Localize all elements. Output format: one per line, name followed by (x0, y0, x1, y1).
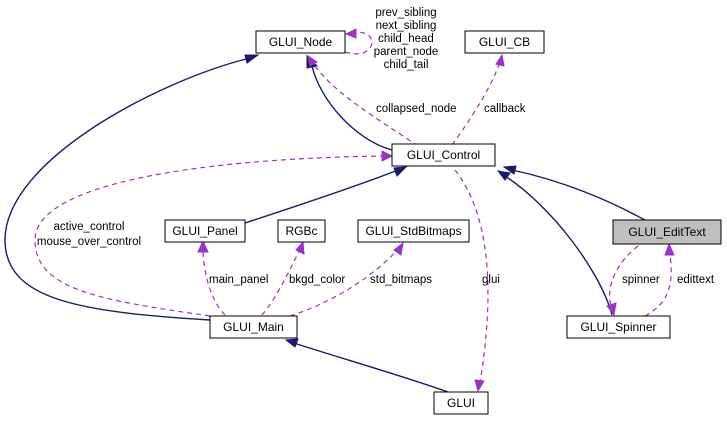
edge-spinner (609, 245, 639, 309)
edge-bkgd-color (261, 248, 301, 316)
edge-label-callback: callback (484, 103, 526, 115)
edge-label-spinner: spinner (622, 274, 660, 286)
arrow-glui (474, 379, 485, 393)
edge-edittext-to-control (511, 169, 651, 224)
edge-label-child-tail: child_tail (384, 59, 429, 71)
node-label: GLUI_CB (479, 35, 530, 49)
arrow-node-self (344, 28, 357, 39)
edge-std-bitmaps (289, 248, 399, 317)
arrow-edittext (664, 242, 675, 256)
edge-label-active-control: active_control (54, 221, 125, 233)
edge-edittext (644, 251, 672, 317)
arrow-edittext-to-control (502, 165, 517, 175)
arrow-glui-to-main (284, 338, 299, 348)
node-glui-panel[interactable]: GLUI_Panel (164, 219, 246, 243)
edge-label-mouse-over-control: mouse_over_control (37, 236, 141, 248)
arrow-main-to-node (244, 54, 260, 64)
edge-label-next-sibling: next_sibling (376, 20, 437, 32)
node-glui-edittext[interactable]: GLUI_EditText (612, 219, 722, 245)
arrow-panel-to-control (393, 166, 408, 177)
arrow-spinner-to-control (496, 170, 511, 181)
edge-label-glui: glui (482, 274, 500, 286)
edge-label-parent-node: parent_node (374, 46, 439, 58)
node-glui-main[interactable]: GLUI_Main (209, 315, 298, 339)
edge-label-prev-sibling: prev_sibling (375, 7, 436, 19)
node-label: GLUI_EditText (628, 225, 706, 239)
node-label: RGBc (285, 224, 317, 238)
node-glui-node[interactable]: GLUI_Node (255, 30, 346, 54)
arrow-std-bitmaps (393, 241, 404, 256)
edge-control-to-node (311, 65, 393, 151)
node-label: GLUI_Node (269, 35, 333, 49)
node-glui-spinner[interactable]: GLUI_Spinner (566, 315, 671, 339)
node-label: GLUI_Spinner (580, 320, 656, 334)
node-label: GLUI_Panel (172, 224, 237, 238)
edge-label-child-head: child_head (378, 33, 434, 45)
edge-label-main-panel: main_panel (209, 274, 268, 286)
node-label: GLUI_Main (223, 320, 284, 334)
edge-label-bkgd-color: bkgd_color (289, 274, 345, 286)
edge-label-collapsed-node: collapsed_node (376, 103, 457, 115)
edge-panel-to-control (244, 169, 399, 224)
edge-main-control (34, 155, 386, 317)
node-glui-control[interactable]: GLUI_Control (391, 143, 496, 167)
edge-node-self (344, 31, 373, 55)
node-label: GLUI_Control (407, 148, 480, 162)
node-label: GLUI (447, 396, 475, 410)
arrow-bkgd-color (295, 240, 305, 255)
node-label: GLUI_StdBitmaps (365, 224, 461, 238)
arrow-collapsed-node (307, 54, 318, 67)
edge-glui-to-main (293, 342, 449, 393)
edge-glui (454, 169, 489, 384)
arrow-callback (495, 53, 505, 67)
edge-main-panel (202, 247, 226, 316)
edge-label-edittext: edittext (677, 274, 715, 286)
node-rgbc[interactable]: RGBc (277, 219, 326, 243)
node-glui-stdbitmaps[interactable]: GLUI_StdBitmaps (357, 219, 470, 243)
arrow-main-panel (197, 239, 209, 253)
arrow-main-control (381, 150, 394, 162)
arrow-spinner (606, 302, 617, 317)
node-glui[interactable]: GLUI (433, 391, 489, 415)
edge-main-to-node (4, 57, 251, 321)
edge-label-std-bitmaps: std_bitmaps (370, 274, 432, 286)
edge-callback (451, 61, 501, 146)
node-glui-cb[interactable]: GLUI_CB (464, 30, 545, 54)
edge-spinner-to-control (504, 175, 613, 316)
